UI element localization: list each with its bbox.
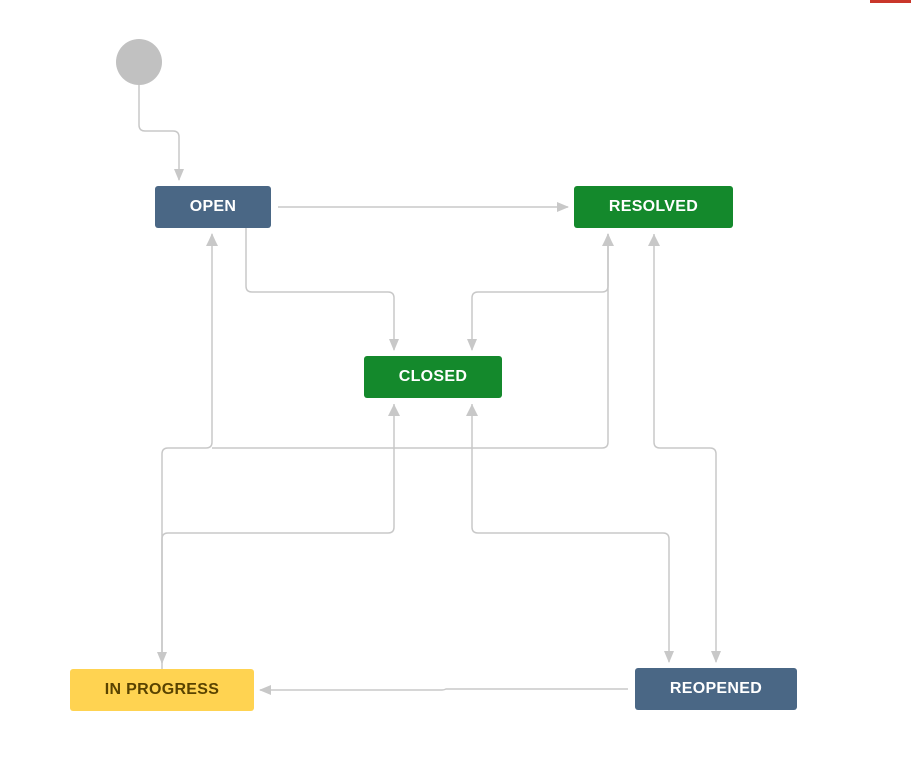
transition-start-to-open[interactable] xyxy=(138,85,184,181)
transition-closed-to-inprogress[interactable] xyxy=(157,404,395,664)
status-reopened[interactable]: REOPENED xyxy=(635,668,797,710)
corner-accent xyxy=(870,0,911,3)
status-resolved-label: RESOLVED xyxy=(608,198,699,215)
arrowhead-into-resolved-left xyxy=(602,234,614,246)
transition-inprogress-to-resolved[interactable] xyxy=(212,233,613,449)
transition-reopened-to-inprogress[interactable] xyxy=(259,685,628,695)
status-in-progress[interactable]: IN PROGRESS xyxy=(70,669,254,711)
arrowhead-into-resolved-right xyxy=(648,234,660,246)
transition-inprogress-to-open[interactable] xyxy=(161,233,217,669)
status-closed[interactable]: CLOSED xyxy=(364,356,502,398)
transition-resolved-to-closed[interactable] xyxy=(467,234,609,351)
status-closed-label: CLOSED xyxy=(398,368,468,385)
transition-closed-to-reopened[interactable] xyxy=(471,404,674,663)
transition-resolved-to-reopened[interactable] xyxy=(653,234,721,663)
status-open[interactable]: OPEN xyxy=(155,186,271,228)
status-resolved[interactable]: RESOLVED xyxy=(574,186,733,228)
arrowhead-into-closed-right xyxy=(466,404,478,416)
status-open-label: OPEN xyxy=(189,198,237,215)
workflow-start-node[interactable] xyxy=(116,39,162,85)
transition-open-to-closed[interactable] xyxy=(245,228,399,351)
arrowhead-into-open xyxy=(206,234,218,246)
status-in-progress-label: IN PROGRESS xyxy=(104,681,220,698)
status-reopened-label: REOPENED xyxy=(669,680,763,697)
arrowhead-into-closed-left xyxy=(388,404,400,416)
